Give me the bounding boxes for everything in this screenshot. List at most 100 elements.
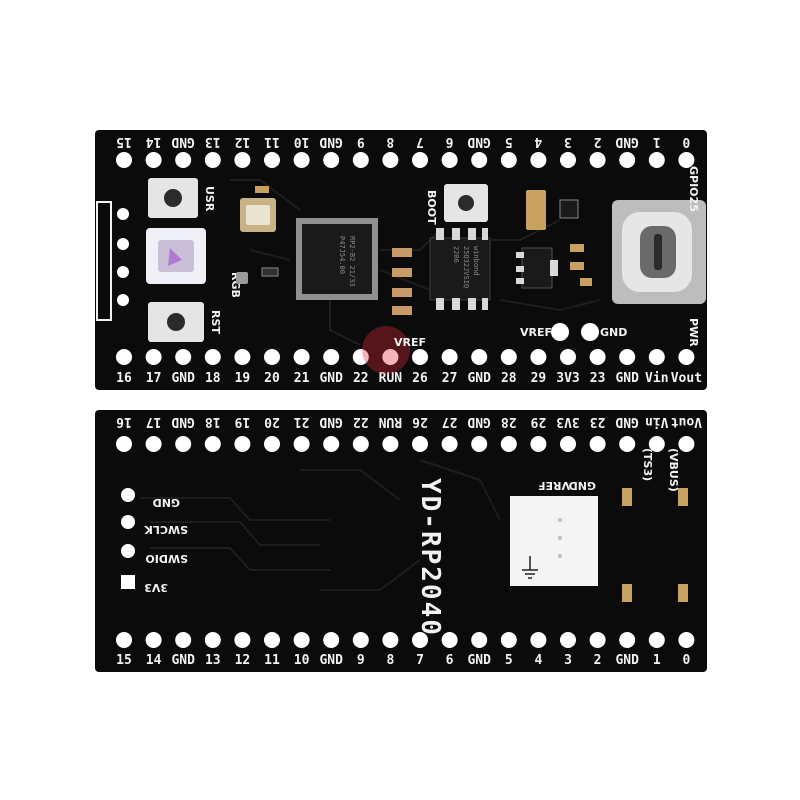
header-pad (323, 349, 340, 365)
header-pad (116, 632, 132, 648)
header-pad (145, 632, 162, 648)
pin-label: 13 (205, 134, 221, 149)
header-pad (441, 436, 458, 452)
header-pad (234, 152, 251, 168)
pin-label: 14 (146, 134, 162, 149)
top-header-pins (116, 436, 695, 452)
header-pad (412, 436, 428, 452)
vref-label: VREF (538, 479, 570, 492)
rp2040-chip: RP2-B2 21/33 P47J54.00 (296, 218, 378, 300)
header-pad (204, 152, 221, 168)
header-pad (471, 349, 488, 365)
pin-label: 9 (357, 134, 365, 149)
crystal (240, 198, 276, 232)
pin-label: 3 (564, 653, 572, 668)
pin-label: RUN (379, 371, 403, 386)
pin-label: 16 (116, 371, 132, 386)
pin-label: 27 (442, 371, 458, 386)
header-pad (175, 349, 192, 365)
header-pad (530, 632, 547, 648)
pin-label: 26 (412, 371, 428, 386)
header-pad (560, 436, 576, 452)
pin-label: 3 (564, 134, 572, 149)
pin-label: RUN (378, 414, 402, 429)
pin-label: GND (319, 371, 343, 386)
header-pad (116, 436, 132, 452)
header-pad (234, 349, 251, 365)
header-pad (589, 632, 606, 648)
header-pad (382, 632, 399, 648)
pin-label: GND (319, 653, 343, 668)
pin-label: 11 (264, 134, 280, 149)
pin-label: 4 (534, 653, 542, 668)
header-pad (530, 349, 547, 365)
header-pad (560, 632, 576, 648)
small-component (570, 262, 584, 270)
debug-pad (121, 488, 135, 502)
header-pad (500, 632, 517, 648)
header-pad (175, 436, 192, 452)
pin-label: 3V3 (556, 371, 579, 386)
header-pad (293, 152, 310, 168)
small-component (678, 488, 688, 506)
traces-bottom (140, 459, 501, 591)
vbus-label: (VBUS) (667, 448, 680, 492)
header-pad (352, 349, 369, 365)
header-pad (145, 152, 162, 168)
side-pad (117, 238, 129, 250)
header-pad (500, 436, 517, 452)
flash-marking-2: 25Q32JVSIQ (462, 246, 470, 288)
header-pad (175, 152, 192, 168)
header-pad (619, 152, 636, 168)
header-pad (530, 436, 547, 452)
header-pad (293, 436, 310, 452)
debug-pad (121, 515, 135, 529)
pin-label: GND (615, 134, 639, 149)
pin-label: Vin (645, 371, 668, 386)
header-pad (352, 152, 369, 168)
small-component (570, 244, 584, 252)
bottom-header-pins (116, 349, 695, 365)
flash-marking-1: winbond (472, 246, 480, 276)
small-component (255, 186, 269, 193)
side-pad (117, 208, 129, 220)
pin-label: Vout (671, 371, 702, 386)
header-pad (412, 632, 428, 648)
pin-label: 12 (235, 653, 251, 668)
pin-label: 10 (294, 653, 310, 668)
pin-label: 0 (682, 653, 690, 668)
vref-pad-label: VREF (520, 326, 552, 339)
header-pad (678, 632, 695, 648)
pin-label: 0 (682, 134, 690, 149)
header-pad (145, 436, 162, 452)
pin-label: GND (171, 653, 195, 668)
pin-label: 12 (235, 134, 251, 149)
passives-row (392, 248, 412, 315)
pin-label: 11 (264, 653, 280, 668)
header-pad (500, 349, 517, 365)
header-pad (471, 632, 488, 648)
header-pad (530, 152, 547, 168)
rst-label: RST (209, 310, 222, 334)
header-pad (293, 632, 310, 648)
pin-label: GND (615, 371, 639, 386)
header-pad (116, 349, 132, 365)
header-pad (116, 152, 132, 168)
pin-label: GND (615, 653, 639, 668)
header-pad (471, 152, 488, 168)
pin-label: Vin (645, 414, 668, 429)
small-component (622, 584, 632, 602)
pin-label: 26 (412, 414, 428, 429)
pin-label: GND (171, 414, 195, 429)
header-pad (204, 436, 221, 452)
header-pad (382, 152, 399, 168)
pin-label: 1 (653, 134, 661, 149)
header-pad (293, 349, 310, 365)
header-pad (589, 152, 606, 168)
boot-label: BOOT (425, 190, 438, 225)
header-pad (619, 632, 636, 648)
flash-marking-3: 2206 (452, 246, 460, 263)
